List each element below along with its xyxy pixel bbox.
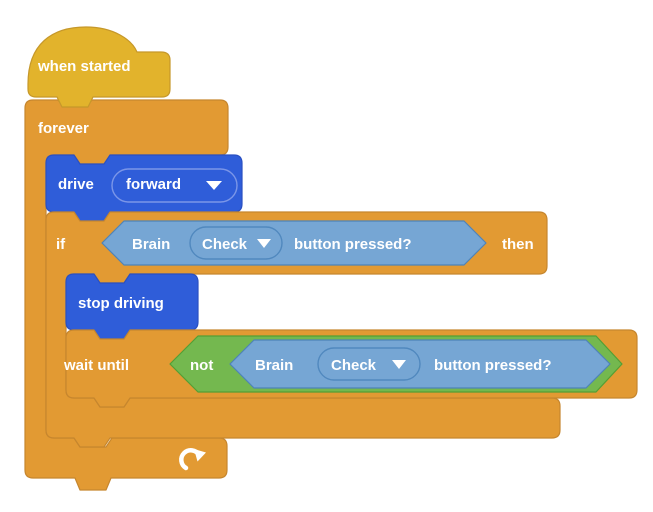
wait-until-block[interactable]: wait until not Brain Check button presse… — [63, 329, 638, 408]
then-label: then — [502, 236, 534, 253]
button-select-dropdown[interactable]: Check — [317, 347, 421, 381]
button-pressed-label: button pressed? — [294, 236, 412, 253]
forever-block[interactable]: forever — [24, 99, 229, 491]
drive-direction-dropdown[interactable]: forward — [111, 168, 238, 203]
brain-button-pressed-condition[interactable]: Brain Check button pressed? — [229, 339, 611, 389]
dropdown-caret-icon — [257, 239, 271, 248]
dropdown-caret-icon — [206, 181, 222, 190]
brain-button-pressed-condition[interactable]: Brain Check button pressed? — [101, 220, 487, 266]
button-pressed-label: button pressed? — [434, 357, 552, 374]
wait-until-label: wait until — [63, 357, 129, 374]
forever-label: forever — [38, 120, 89, 137]
if-label: if — [56, 236, 66, 253]
not-label: not — [190, 357, 213, 374]
brain-label: Brain — [132, 236, 170, 253]
drive-label: drive — [58, 176, 94, 193]
when-started-block[interactable]: when started — [27, 26, 171, 108]
when-started-label: when started — [37, 58, 131, 75]
drive-direction-value: forward — [126, 176, 181, 193]
drive-block[interactable]: drive forward — [45, 154, 243, 222]
if-block[interactable]: if then Brain Check button pressed? — [45, 211, 561, 448]
stop-driving-label: stop driving — [78, 295, 164, 312]
dropdown-caret-icon — [392, 360, 406, 369]
button-select-value: Check — [331, 357, 377, 374]
not-operator[interactable]: not Brain Check button pressed? — [169, 335, 623, 393]
stop-driving-block[interactable]: stop driving — [65, 273, 199, 340]
loop-arrow-icon — [179, 448, 206, 471]
brain-label: Brain — [255, 357, 293, 374]
button-select-dropdown[interactable]: Check — [189, 226, 283, 260]
button-select-value: Check — [202, 236, 248, 253]
